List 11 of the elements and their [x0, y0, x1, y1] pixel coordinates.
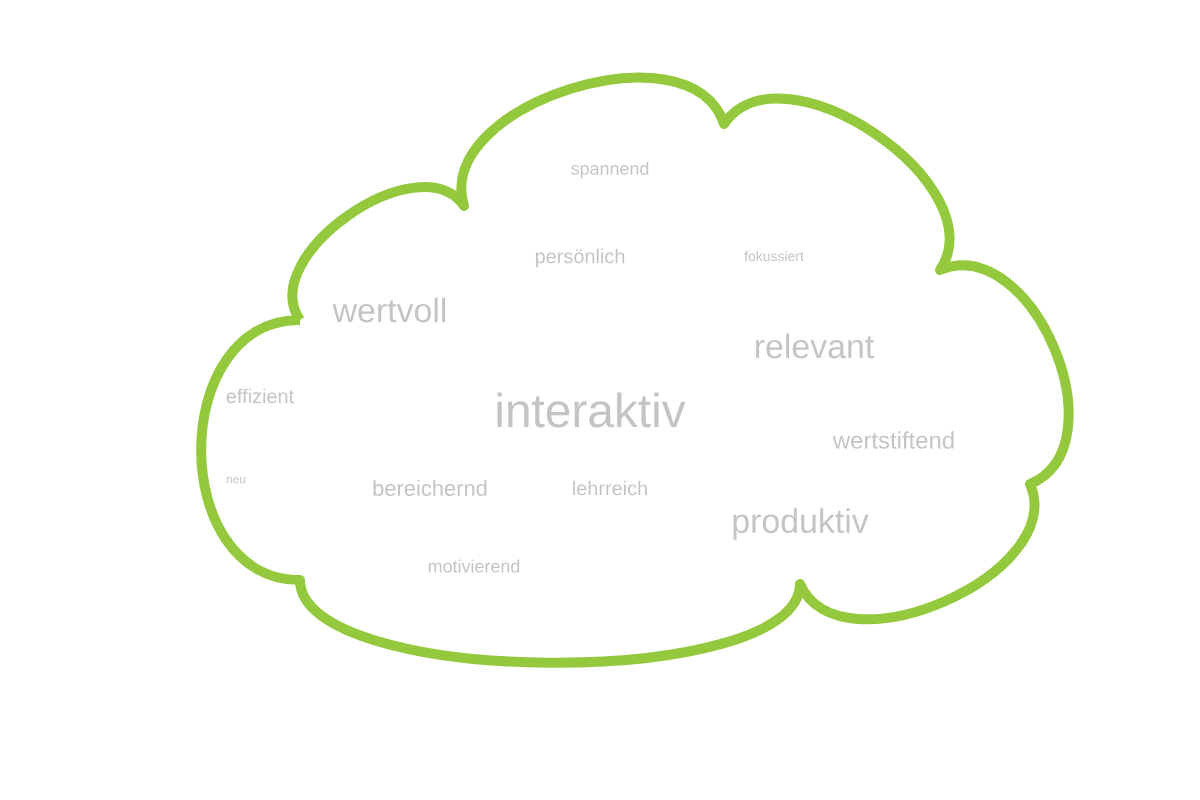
word-label: produktiv	[733, 508, 869, 540]
word-label: effizient	[226, 388, 295, 404]
word-label: bereichernd	[373, 479, 487, 497]
word-label: interaktiv	[497, 392, 686, 428]
word-label: spannend	[571, 161, 649, 179]
word-label: wertstiftend	[832, 431, 954, 449]
word-label: lehrreich	[573, 480, 647, 496]
word-label: motivierend	[428, 559, 520, 573]
word-label: wertvoll	[332, 297, 446, 323]
word-label: relevant	[756, 333, 874, 359]
word-label: persönlich	[535, 248, 625, 268]
